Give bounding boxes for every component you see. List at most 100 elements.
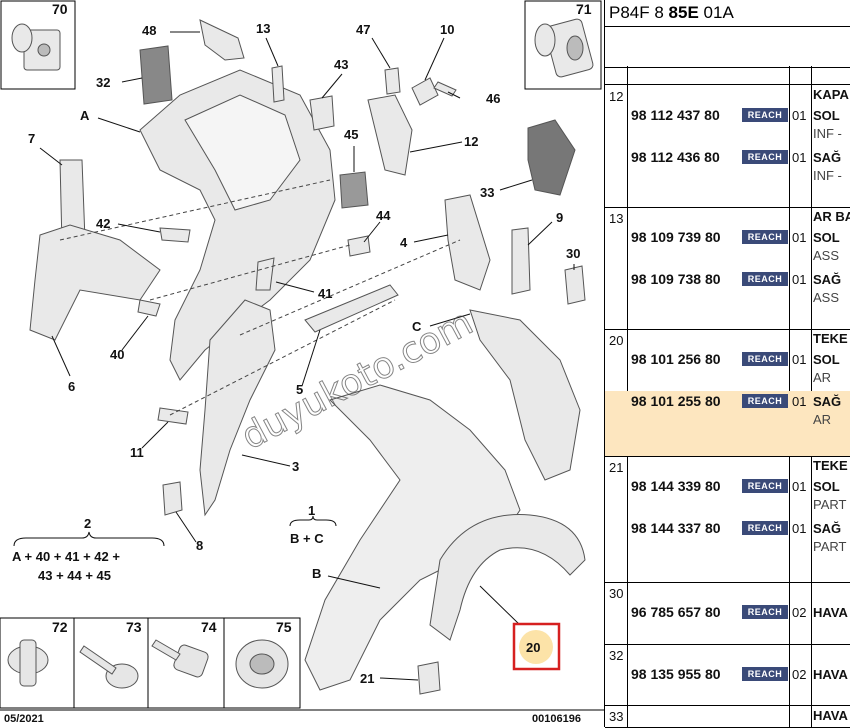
header-prefix: P84F 8	[609, 3, 664, 22]
part-13	[271, 65, 285, 103]
part-3	[199, 299, 276, 517]
part-8	[162, 481, 183, 516]
description-side: SOL	[813, 352, 840, 367]
header-bold: 85E	[668, 3, 699, 22]
description-detail: ASS	[813, 248, 840, 263]
reach-badge: REACH	[742, 521, 788, 535]
quantity: 01	[792, 479, 807, 494]
part-reference[interactable]: 98 109 739 80	[631, 229, 721, 245]
description: HAVA	[813, 667, 848, 682]
part-40	[137, 299, 161, 317]
part-reference[interactable]: 98 135 955 80	[631, 666, 721, 682]
part-48	[199, 19, 245, 61]
group-index: 13	[609, 211, 624, 226]
callout-75: 75	[276, 619, 292, 635]
callout-B: B	[312, 566, 321, 581]
part-reference[interactable]: 98 112 436 80	[631, 149, 720, 165]
quantity: 01	[792, 521, 807, 536]
reach-badge: REACH	[742, 605, 788, 619]
group-index: 33	[609, 709, 624, 724]
reach-badge: REACH	[742, 667, 788, 681]
quantity: 02	[792, 605, 807, 620]
quantity: 02	[792, 667, 807, 682]
description-detail: AR	[813, 412, 832, 427]
part-reference[interactable]: 98 112 437 80	[631, 107, 720, 123]
screw-74-part	[151, 639, 209, 678]
description: SAĞ	[813, 272, 842, 287]
description: SAĞ	[813, 394, 842, 409]
part-11	[157, 407, 189, 425]
callout-2-line1: A + 40 + 41 + 42 +	[12, 549, 120, 564]
callout-20-highlight[interactable]: 20	[512, 622, 561, 671]
part-reference[interactable]: 98 144 339 80	[631, 478, 721, 494]
part-reference[interactable]: 96 785 657 80	[631, 604, 721, 620]
table-subheader	[605, 27, 850, 68]
part-reference[interactable]: 98 109 738 80	[631, 271, 721, 287]
part-20	[429, 514, 586, 641]
description-side: SOL	[813, 230, 840, 245]
part-reference[interactable]: 98 144 337 80	[631, 520, 721, 536]
clip-75-part	[235, 639, 289, 689]
part-4	[444, 194, 491, 291]
group-index: 20	[609, 333, 624, 348]
reach-badge: REACH	[742, 394, 788, 408]
part-10	[411, 77, 439, 106]
part-5	[304, 284, 399, 333]
reach-badge: REACH	[742, 272, 788, 286]
part-6	[29, 224, 161, 341]
callout-72: 72	[52, 619, 68, 635]
part-30	[564, 265, 586, 305]
callout-7: 7	[28, 131, 35, 146]
header-suffix: 01A	[703, 3, 734, 22]
description-detail: PART	[813, 497, 847, 512]
callout-46: 46	[486, 91, 500, 106]
callout-10: 10	[440, 22, 454, 37]
callout-12: 12	[464, 134, 478, 149]
callout-73: 73	[126, 619, 142, 635]
description-side: SOL	[813, 479, 840, 494]
parts-diagram: 70 71 48 13 47 10 32 A 43 46 12 7 45 33 …	[0, 0, 604, 725]
highlighted-row-band	[605, 391, 850, 456]
part-43	[309, 95, 335, 131]
description: SAĞ	[813, 150, 842, 165]
footer-date: 05/2021	[4, 713, 44, 725]
description-side: SOL	[813, 108, 840, 123]
description: SAĞ	[813, 521, 842, 536]
description: TEKE	[813, 331, 848, 346]
callout-B-plus-C: B + C	[290, 531, 324, 546]
part-reference[interactable]: 98 101 256 80	[631, 351, 721, 367]
part-12	[367, 94, 413, 176]
callout-32: 32	[96, 75, 110, 90]
part-45	[339, 171, 369, 209]
callout-44: 44	[376, 208, 391, 223]
callout-A: A	[80, 108, 90, 123]
quantity: 01	[792, 272, 807, 287]
part-47	[384, 67, 401, 95]
part-reference[interactable]: 98 101 255 80	[631, 393, 721, 409]
callout-42: 42	[96, 216, 110, 231]
table-column-header	[605, 66, 850, 85]
exploded-view: 70 71 48 13 47 10 32 A 43 46 12 7 45 33 …	[0, 0, 604, 725]
footer-code: 00106196	[532, 713, 581, 725]
reach-badge: REACH	[742, 479, 788, 493]
part-C	[469, 309, 581, 481]
group-index: 21	[609, 460, 624, 475]
callout-5: 5	[296, 382, 303, 397]
callout-13: 13	[256, 21, 270, 36]
reach-badge: REACH	[742, 230, 788, 244]
table-group: 32 98 135 955 80 REACH 02 HAVA	[605, 644, 850, 706]
callout-9: 9	[556, 210, 563, 225]
callout-40: 40	[110, 347, 124, 362]
callout-20: 20	[526, 640, 540, 655]
callout-48: 48	[142, 23, 156, 38]
callout-70: 70	[52, 1, 68, 17]
screw-73-part	[79, 645, 139, 689]
part-9	[511, 227, 531, 295]
group-index: 32	[609, 648, 624, 663]
